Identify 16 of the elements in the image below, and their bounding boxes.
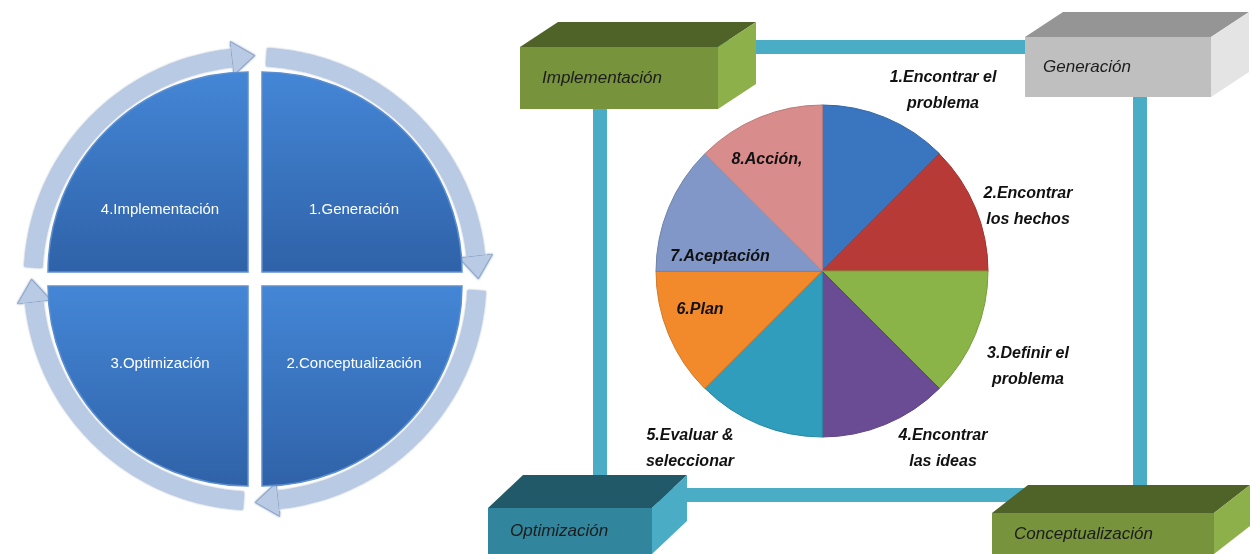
block-label: Optimización: [510, 521, 609, 541]
block-label: Conceptualización: [1014, 523, 1153, 544]
stage-label: 4.Implementación: [100, 199, 220, 217]
stage-label: 3.Optimización: [110, 353, 210, 371]
slice-label: 5.Evaluar & seleccionar: [644, 425, 736, 471]
slice-label: 2.Encontrar los hechos: [982, 183, 1074, 229]
slice-label: 4.Encontrar las ideas: [897, 425, 989, 471]
slice-label: 1.Encontrar el problema: [888, 67, 998, 113]
slice-label: 6.Plan: [676, 299, 724, 320]
stage-label: 2.Conceptualización: [286, 353, 422, 371]
stage-label: 1.Generación: [308, 199, 400, 217]
block-label: Implementación: [542, 68, 662, 88]
block-label: Generación: [1043, 57, 1131, 77]
slice-label: 7.Aceptación: [670, 246, 770, 267]
slice-label: 3.Definir el problema: [986, 343, 1071, 389]
slice-label: 8.Acción,: [731, 149, 803, 170]
